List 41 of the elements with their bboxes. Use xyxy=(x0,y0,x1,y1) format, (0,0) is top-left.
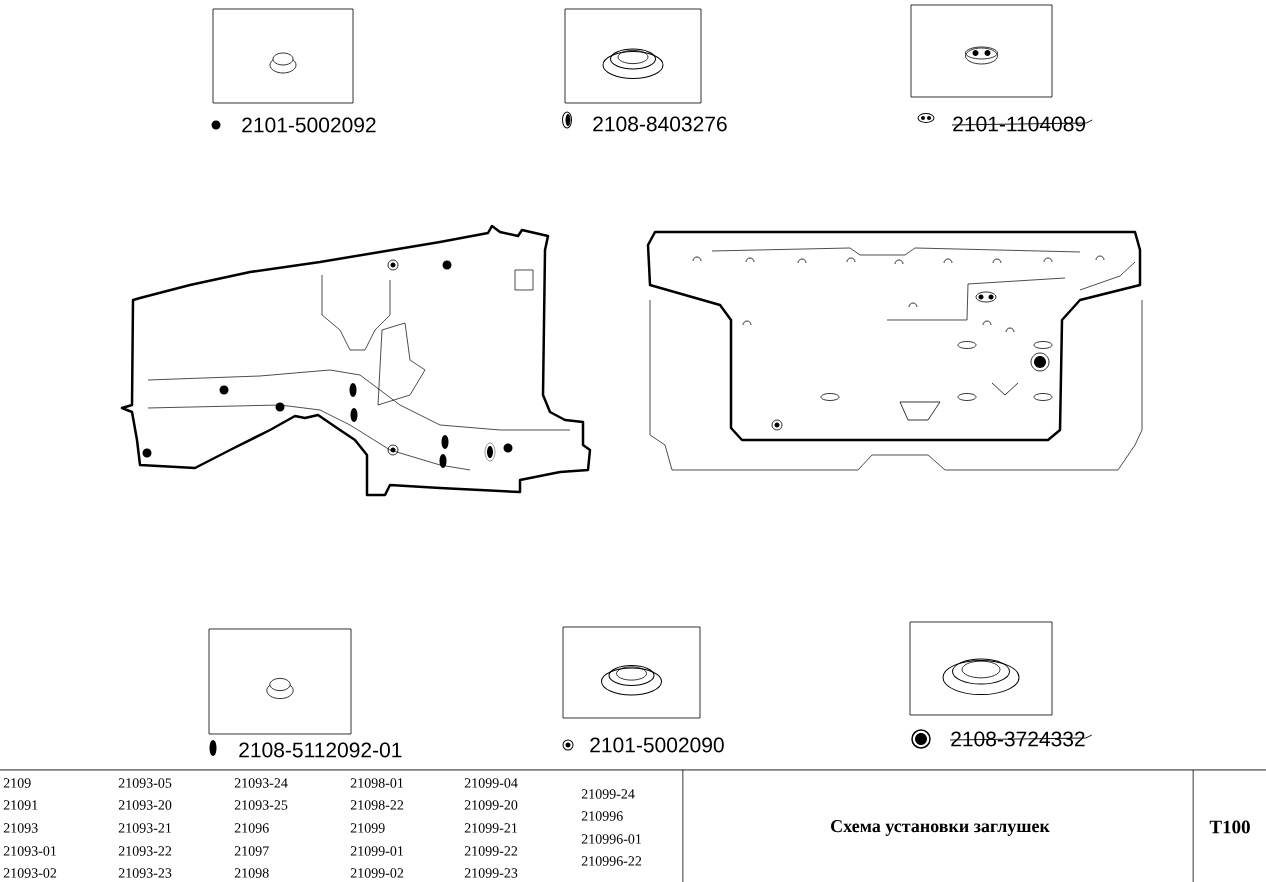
table-cell: 21099-24 xyxy=(581,789,635,799)
table-cell: 21099-01 xyxy=(350,846,404,856)
table-cell: 21093 xyxy=(3,823,38,833)
table-cell: 21093-22 xyxy=(118,846,172,856)
table-cell: 21093-25 xyxy=(234,800,288,810)
part-number: 2101-5002090 xyxy=(590,737,724,753)
picture-frame xyxy=(562,626,701,719)
part-number: 2108-8403276 xyxy=(593,116,727,132)
table-cell: 21093-01 xyxy=(3,846,57,856)
sheet-number: T100 xyxy=(1209,820,1250,834)
table-cell: 210996 xyxy=(581,811,623,821)
table-cell: 21093-20 xyxy=(118,800,172,810)
picture-frame xyxy=(910,4,1053,98)
table-cell: 21099-21 xyxy=(464,823,518,833)
table-cell: 21093-24 xyxy=(234,778,288,788)
picture-frame xyxy=(208,628,352,735)
table-cell: 21096 xyxy=(234,823,269,833)
table-cell: 21093-21 xyxy=(118,823,172,833)
table-cell: 21093-05 xyxy=(118,778,172,788)
table-cell: 21098 xyxy=(234,868,269,878)
picture-frame xyxy=(564,8,702,104)
part-number: 2101-5002092 xyxy=(242,117,376,133)
table-cell: 2109 xyxy=(3,778,31,788)
table-cell: 210996-01 xyxy=(581,834,642,844)
table-cell: 21099-02 xyxy=(350,868,404,878)
table-cell: 21091 xyxy=(3,800,38,810)
picture-frame xyxy=(212,8,354,104)
table-cell: 210996-22 xyxy=(581,856,642,866)
table-cell: 21093-23 xyxy=(118,868,172,878)
table-cell: 21098-22 xyxy=(350,800,404,810)
table-cell: 21099-04 xyxy=(464,778,518,788)
table-cell: 21097 xyxy=(234,846,269,856)
drawing-title: Схема установки заглушек xyxy=(831,820,1050,836)
picture-frame xyxy=(909,621,1053,716)
part-number: 2108-5112092-01 xyxy=(239,742,402,758)
table-cell: 21099-20 xyxy=(464,800,518,810)
table-cell: 21098-01 xyxy=(350,778,404,788)
table-cell: 21099-22 xyxy=(464,846,518,856)
table-cell: 21099-23 xyxy=(464,868,518,878)
table-cell: 21093-02 xyxy=(3,868,57,878)
table-cell: 21099 xyxy=(350,823,385,833)
